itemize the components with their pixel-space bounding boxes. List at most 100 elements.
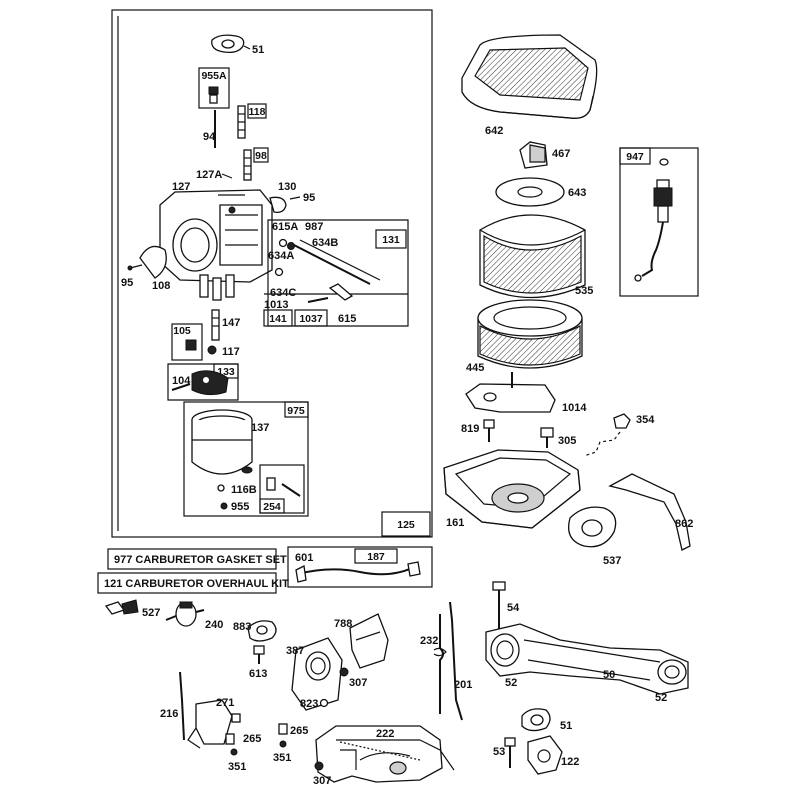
label-50: 50 — [603, 669, 615, 681]
screw-305 — [540, 427, 554, 448]
box-label-125: 125 — [397, 519, 415, 531]
throttle-plate-130 — [269, 196, 287, 213]
label-527: 527 — [142, 607, 160, 619]
elbow-122 — [527, 735, 563, 775]
choke-plate-108 — [127, 245, 167, 279]
label-54: 54 — [507, 602, 520, 614]
kit-box-overhaul-kit: 121 CARBURETOR OVERHAUL KIT — [97, 572, 289, 594]
label-634c: 634C — [270, 287, 296, 299]
label-240: 240 — [205, 619, 223, 631]
label-987: 987 — [305, 221, 323, 233]
foam-precleaner-535 — [479, 214, 586, 299]
label-108: 108 — [152, 280, 170, 292]
label-104: 104 — [172, 375, 191, 387]
box-label-131: 131 — [382, 234, 400, 246]
label-819: 819 — [461, 423, 479, 435]
carburetor-body — [159, 189, 273, 301]
label-883: 883 — [233, 621, 251, 633]
link-232 — [433, 614, 447, 714]
fuel-filter-240 — [165, 601, 205, 627]
box-label-105: 105 — [173, 325, 191, 337]
carburetor-assembly-panel: 125 — [111, 9, 433, 538]
seal-643 — [495, 177, 565, 207]
governor-link-216 — [179, 671, 233, 749]
box-label-955a: 955A — [201, 70, 227, 82]
box-label-98: 98 — [255, 150, 267, 162]
air-cleaner-base-161 — [443, 449, 581, 529]
label-307-bottom: 307 — [313, 775, 331, 787]
label-265-a: 265 — [243, 733, 261, 745]
bracket-788 — [349, 613, 389, 669]
label-615: 615 — [338, 313, 356, 325]
gasket-51-top: 51 — [211, 34, 264, 56]
label-823: 823 — [300, 698, 318, 710]
label-116b: 116B — [231, 484, 257, 496]
box-label-947: 947 — [626, 151, 644, 163]
label-130: 130 — [278, 181, 296, 193]
label-642: 642 — [485, 125, 503, 137]
label-94: 94 — [203, 131, 216, 143]
screw-613 — [253, 645, 265, 664]
paper-filter-445 — [477, 299, 583, 369]
wing-nut-467 — [519, 141, 548, 169]
box-label-975: 975 — [287, 405, 305, 417]
screw-53 — [504, 737, 516, 768]
label-351-b: 351 — [273, 752, 291, 764]
label-535: 535 — [575, 285, 593, 297]
box-label-1037: 1037 — [299, 313, 323, 325]
label-445: 445 — [466, 362, 484, 374]
kit-overhaul-label: 121 CARBURETOR OVERHAUL KIT — [104, 578, 289, 590]
label-537: 537 — [603, 555, 621, 567]
label-51-top: 51 — [252, 44, 264, 56]
part-box-98: 98 — [243, 147, 269, 181]
label-862: 862 — [675, 518, 693, 530]
nut-354 — [613, 413, 631, 429]
label-1013: 1013 — [264, 299, 288, 311]
intake-manifold-50 — [485, 623, 689, 695]
label-601: 601 — [295, 552, 313, 564]
label-95-right: 95 — [303, 192, 315, 204]
bracket-1014 — [465, 372, 556, 413]
label-1014: 1014 — [562, 402, 587, 414]
kit-gasket-set-label: 977 CARBURETOR GASKET SET — [114, 554, 287, 566]
part-527 — [104, 599, 139, 615]
label-955: 955 — [231, 501, 249, 513]
label-634b: 634B — [312, 237, 338, 249]
air-cleaner-cover-642 — [461, 34, 598, 119]
label-613: 613 — [249, 668, 267, 680]
gasket-51-bottom — [521, 708, 551, 732]
label-351-a: 351 — [228, 761, 246, 773]
label-53: 53 — [493, 746, 505, 758]
part-box-131: 131 141 1037 — [263, 219, 409, 327]
kit-box-gasket-set: 977 CARBURETOR GASKET SET — [107, 548, 287, 570]
main-jet-147 — [211, 309, 220, 341]
label-216: 216 — [160, 708, 178, 720]
part-box-118: 118 — [237, 103, 267, 139]
label-307-mid: 307 — [349, 677, 367, 689]
link-201 — [449, 601, 463, 721]
spacer-387 — [291, 637, 343, 711]
label-271: 271 — [216, 697, 234, 709]
box-label-254: 254 — [263, 501, 281, 513]
gasket-537 — [567, 506, 617, 548]
label-147: 147 — [222, 317, 240, 329]
label-232: 232 — [420, 635, 438, 647]
label-615a: 615A — [272, 221, 298, 233]
label-265-b: 265 — [290, 725, 308, 737]
gasket-883 — [247, 620, 277, 642]
part-box-947: 947 — [619, 147, 699, 297]
label-643: 643 — [568, 187, 586, 199]
label-467: 467 — [552, 148, 570, 160]
part-box-975: 975 254 — [183, 401, 309, 517]
label-51-bottom: 51 — [560, 720, 572, 732]
screw-819 — [483, 419, 495, 442]
label-127: 127 — [172, 181, 190, 193]
label-52-b: 52 — [655, 692, 667, 704]
label-122: 122 — [561, 756, 579, 768]
part-box-105: 105 — [171, 323, 203, 361]
label-634a: 634A — [268, 250, 294, 262]
label-354: 354 — [636, 414, 655, 426]
label-52-a: 52 — [505, 677, 517, 689]
label-387: 387 — [286, 645, 304, 657]
